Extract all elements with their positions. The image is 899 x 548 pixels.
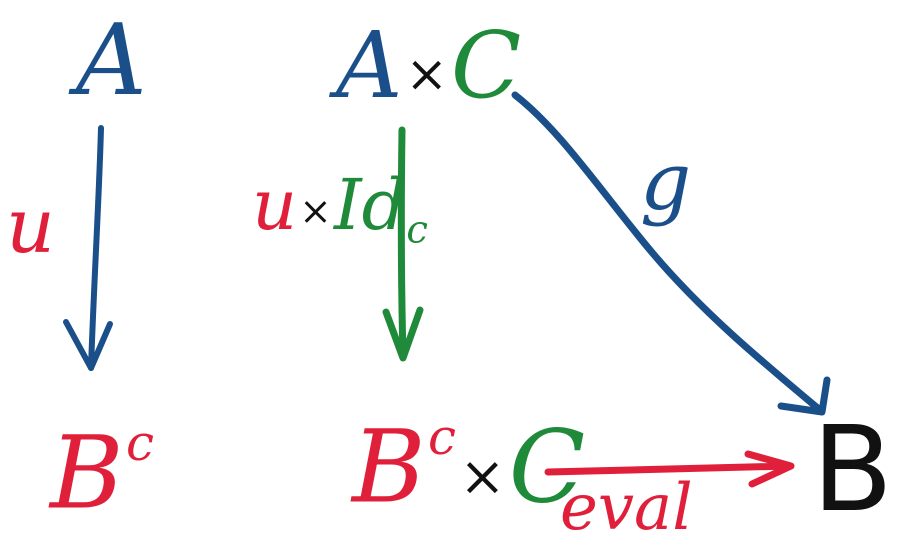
label-u: u [6, 188, 55, 264]
label-uxid-sub: c [406, 207, 428, 253]
node-b-power-c: Bc [50, 418, 154, 524]
node-a-text: A [76, 4, 147, 118]
u-arrow-head [63, 319, 113, 371]
label-eval: eval [560, 476, 693, 540]
node-b-power-c-times-c-base: B [352, 408, 426, 526]
label-g-text: g [640, 135, 692, 228]
node-a-times-c-times: × [405, 43, 448, 103]
eval-arrow-shaft [544, 462, 794, 476]
node-b-power-c-times-c: Bc×C [352, 412, 585, 518]
u-arrow-shaft [88, 125, 104, 371]
label-u-times-id-c: u×Idc [252, 170, 428, 250]
node-b-power-c-times-c-times: × [459, 443, 506, 508]
node-b: B [812, 410, 893, 528]
g-arrow-shaft [511, 91, 824, 414]
g-arrow-head [777, 376, 831, 416]
uxid-arrow-head [382, 306, 424, 362]
node-a: A [76, 12, 147, 110]
label-uxid-id: Id [333, 164, 407, 246]
node-b-power-c-times-c-sup: c [428, 408, 457, 466]
uxid-arrow-shaft [397, 126, 407, 360]
node-b-power-c-base: B [50, 414, 124, 532]
eval-arrow-head [744, 450, 795, 488]
node-a-times-c-c: C [450, 12, 522, 119]
node-a-times-c: A×C [336, 20, 521, 112]
node-b-power-c-times-c-c: C [508, 408, 586, 526]
label-uxid-u: u [252, 164, 298, 246]
label-u-text: u [6, 181, 55, 270]
node-b-text: B [812, 400, 893, 538]
label-g: g [640, 142, 691, 222]
label-eval-text: eval [560, 471, 693, 545]
node-b-power-c-sup: c [126, 414, 155, 472]
node-a-times-c-a: A [336, 12, 403, 119]
label-uxid-times: × [299, 189, 332, 235]
